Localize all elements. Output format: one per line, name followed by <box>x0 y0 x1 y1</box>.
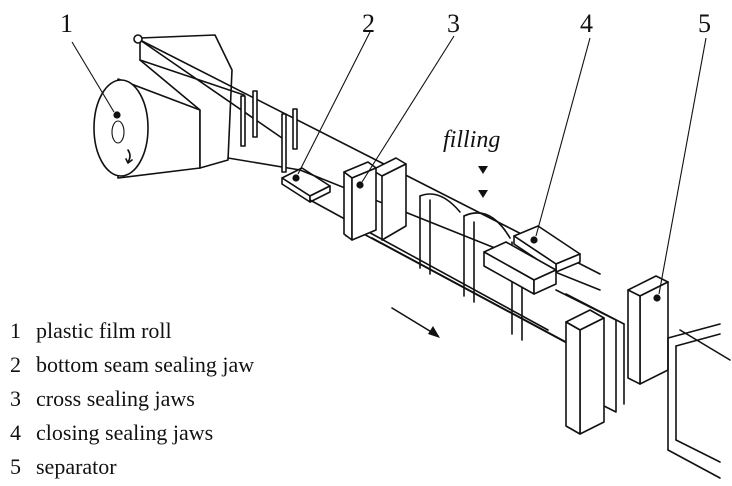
guide-rods <box>240 90 298 173</box>
separator <box>627 275 669 385</box>
filling-label: filling <box>443 127 500 153</box>
bottom-seam-sealing-jaw <box>281 167 331 203</box>
film-roll <box>93 34 233 179</box>
leader-lines <box>71 31 707 295</box>
legend-text-1: plastic film roll <box>36 318 172 343</box>
closing-sealing-jaws <box>483 225 581 295</box>
direction-arrow <box>391 307 440 338</box>
legend-number-4: 4 <box>10 420 21 445</box>
separated-bag <box>667 323 731 479</box>
cross-sealing-jaws <box>343 157 407 241</box>
legend-text-5: separator <box>36 454 117 479</box>
legend: 1 plastic film roll 2 bottom seam sealin… <box>10 318 254 479</box>
legend-number-3: 3 <box>10 386 21 411</box>
callout-number-1: 1 <box>60 9 73 38</box>
end-bag <box>555 289 625 435</box>
film-web <box>133 34 377 171</box>
legend-text-3: cross sealing jaws <box>36 386 195 411</box>
callout-number-4: 4 <box>580 9 593 38</box>
legend-number-5: 5 <box>10 454 21 479</box>
filling-arrows <box>478 166 488 198</box>
legend-number-2: 2 <box>10 352 21 377</box>
legend-text-2: bottom seam sealing jaw <box>36 352 254 377</box>
callout-number-3: 3 <box>447 9 460 38</box>
callout-number-5: 5 <box>698 9 711 38</box>
callout-numbers: 1 2 3 4 5 <box>60 9 711 38</box>
callout-number-2: 2 <box>362 9 375 38</box>
legend-number-1: 1 <box>10 318 21 343</box>
legend-text-4: closing sealing jaws <box>36 420 213 445</box>
